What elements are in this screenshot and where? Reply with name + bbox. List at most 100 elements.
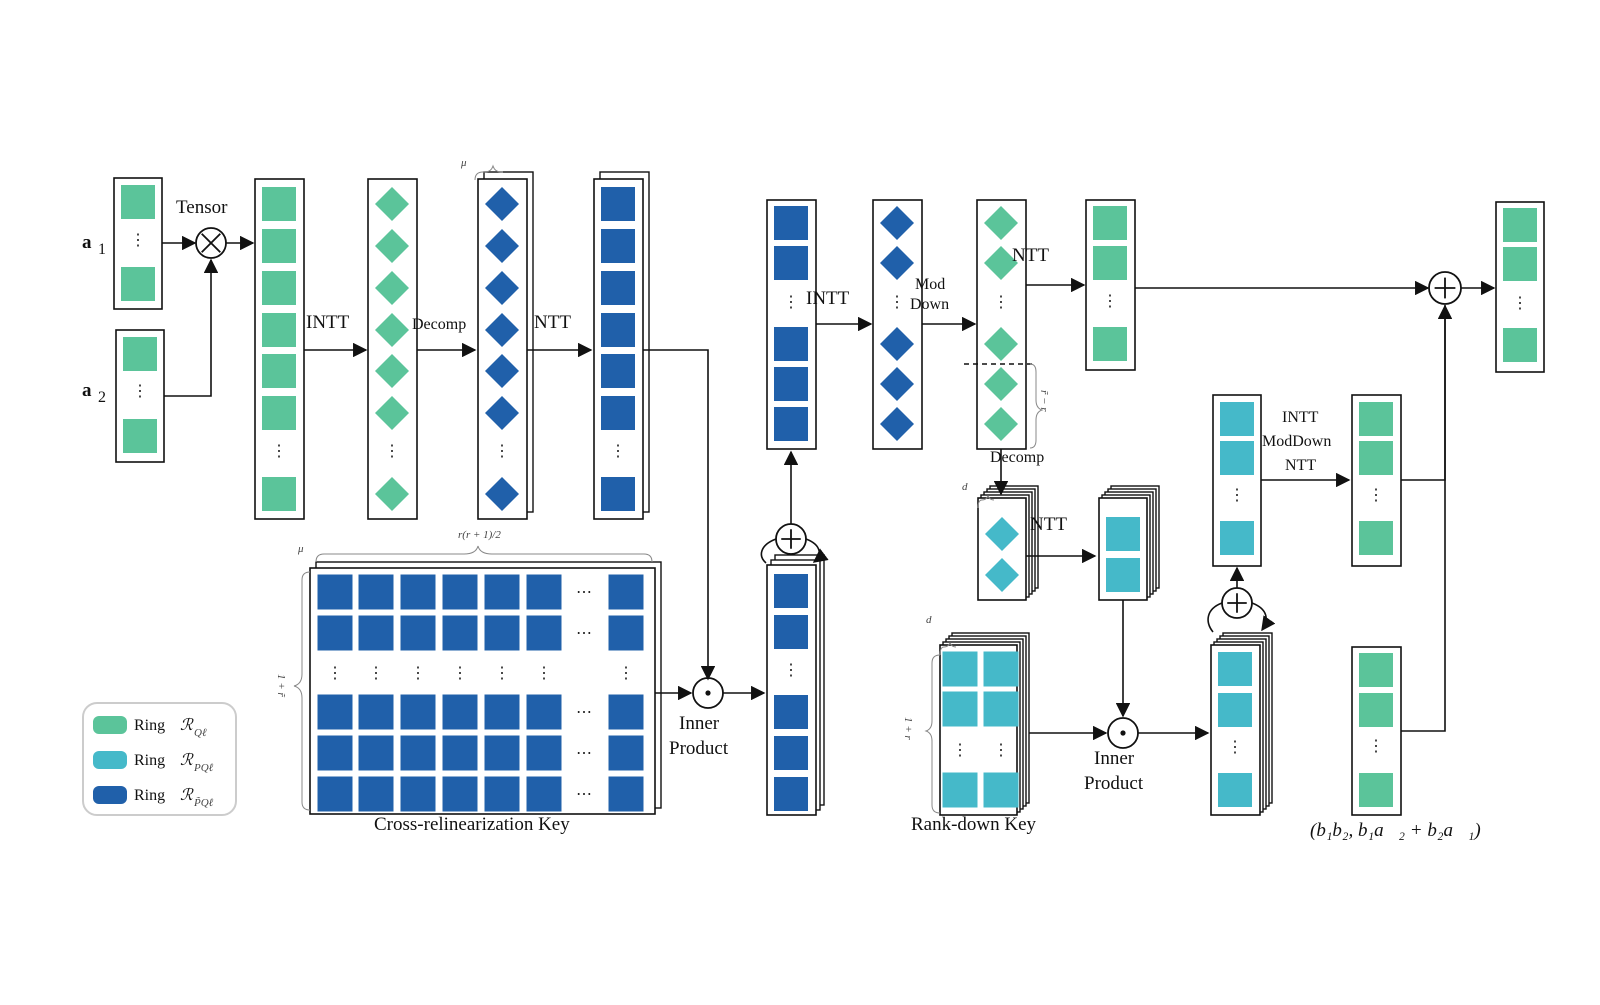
legend-ring-ptilde-sub: P̃Qℓ (193, 796, 214, 809)
key-cell (317, 735, 353, 771)
ptilde-diamond (880, 327, 914, 361)
key-cell (608, 776, 644, 812)
ntt-label-1: NTT (534, 312, 571, 333)
pq-slot (1106, 517, 1140, 551)
q-diamond (375, 396, 409, 430)
ptilde-diamond (485, 477, 519, 511)
arrow-b-to-plus (1401, 304, 1453, 732)
q-diamond (984, 407, 1018, 441)
q-diamond (375, 354, 409, 388)
rankdown-key-cell (983, 651, 1019, 687)
brace-mu-top (474, 164, 503, 181)
pq-diamond (985, 517, 1019, 551)
brace-rt-minus-r-shape (1029, 363, 1044, 449)
input-a2-label: a (82, 380, 92, 401)
brace-d-rankdown (939, 641, 957, 656)
brace-d-2: d (926, 614, 932, 626)
legend-label-ring-pq: Ring (134, 752, 165, 769)
a1-slot (121, 185, 155, 219)
inner-product-symbol-1-dot (705, 690, 711, 696)
key-cell (400, 574, 436, 610)
key-cell (358, 735, 394, 771)
output-formula: (b₁b₂, b₁a⃗₂ + b₂a⃗₁) (1310, 820, 1481, 841)
brace-1-plus-rt: 1 + r̃ (275, 674, 287, 698)
accumulate-loop-1 (805, 538, 829, 563)
q-diamond (375, 313, 409, 347)
decomp-label-2: Decomp (990, 449, 1044, 466)
a2-slot (123, 419, 157, 453)
q-slot (1503, 247, 1537, 281)
q-slot (1093, 327, 1127, 361)
vertical-ellipsis: ⋮ (1368, 487, 1384, 504)
q-diamond (984, 367, 1018, 401)
product-label-2: Product (1084, 773, 1144, 794)
key-cell (358, 615, 394, 651)
vertical-ellipsis: ⋮ (610, 443, 626, 460)
q-diamond (375, 271, 409, 305)
ptilde-diamond (880, 407, 914, 441)
ptilde-slot (774, 327, 808, 361)
pq-slot (1106, 558, 1140, 592)
input-a1-sub: 1 (98, 241, 106, 258)
mod-label: Mod (915, 276, 945, 293)
q-slot (1359, 653, 1393, 687)
key-cell (526, 776, 562, 812)
decomp-label-1: Decomp (412, 316, 466, 333)
vertical-ellipsis: ⋮ (1512, 295, 1528, 312)
ptilde-slot (601, 187, 635, 221)
inner-product-symbol-2-dot (1120, 730, 1126, 736)
ntt-label-3: NTT (1030, 514, 1067, 535)
ptilde-diamond (485, 354, 519, 388)
legend-swatch-ring-ptilde (93, 786, 127, 804)
vertical-ellipsis: ⋮ (1227, 739, 1243, 756)
key-cell (484, 735, 520, 771)
q-slot (262, 271, 296, 305)
pq-slot (1218, 652, 1252, 686)
intt-diamond-column (367, 178, 418, 520)
key-cell (484, 615, 520, 651)
q-slot (1359, 521, 1393, 555)
key-cell (317, 776, 353, 812)
vertical-ellipsis: ⋮ (368, 665, 384, 682)
key-cell (400, 776, 436, 812)
key-cell (608, 694, 644, 730)
input-a2-sub: 2 (98, 389, 106, 406)
legend-ring-q-symbol: ℛ (180, 717, 194, 734)
final-intt-label: INTT (1282, 409, 1319, 426)
accumulate-loop-1 (760, 538, 777, 564)
final-moddown-label: ModDown (1262, 433, 1331, 450)
ptilde-diamond (880, 367, 914, 401)
key-cell (442, 574, 478, 610)
brace-mu-2: μ (297, 543, 304, 555)
ptilde-slot (774, 407, 808, 441)
ptilde-diamond (880, 206, 914, 240)
cross-relin-key-label: Cross-relinearization Key (374, 814, 570, 835)
vertical-ellipsis: ⋮ (952, 742, 968, 759)
vertical-ellipsis: ⋮ (494, 443, 510, 460)
brace-mu-1: μ (460, 157, 467, 169)
key-cell (526, 694, 562, 730)
legend-ring-pq-sub: PQℓ (193, 762, 214, 774)
key-cell (400, 735, 436, 771)
horizontal-ellipsis: ⋯ (576, 745, 592, 762)
key-cell (526, 574, 562, 610)
q-slot (262, 229, 296, 263)
ptilde-slot (774, 736, 808, 770)
ptilde-slot (601, 354, 635, 388)
brace-1-plus-r: 1 + r (902, 717, 914, 740)
rankdown-key-cell (983, 772, 1019, 808)
brace-d-1: d (962, 481, 968, 493)
vertical-ellipsis: ⋮ (783, 662, 799, 679)
q-diamond (984, 327, 1018, 361)
a1-slot (121, 267, 155, 301)
ptilde-slot (774, 574, 808, 608)
q-slot (1503, 208, 1537, 242)
q-diamond (375, 229, 409, 263)
key-cell (484, 776, 520, 812)
ptilde-slot (774, 777, 808, 811)
key-cell (442, 694, 478, 730)
key-cell (484, 694, 520, 730)
q-diamond (375, 187, 409, 221)
